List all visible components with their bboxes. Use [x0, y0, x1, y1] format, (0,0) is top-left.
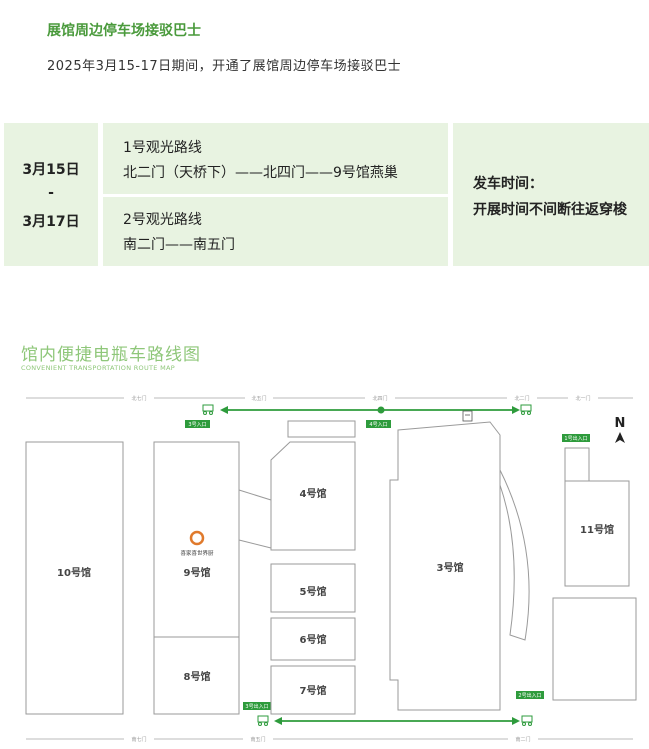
gate-south-5: 南五门	[250, 736, 265, 743]
hall-3-label: 3号馆	[437, 561, 464, 574]
hall-7-label: 7号馆	[300, 684, 327, 697]
gate-north-4: 北四门	[372, 395, 387, 402]
route-2-path: 南二门——南五门	[123, 237, 235, 253]
gate-north-5: 北五门	[251, 395, 266, 402]
page-subtitle: 2025年3月15-17日期间，开通了展馆周边停车场接驳巴士	[47, 59, 402, 74]
tag-entrance-1: 1号出入口	[564, 435, 587, 442]
cart-icon	[520, 404, 532, 415]
brand-name: 喜家喜世界厨	[180, 549, 214, 557]
hall-4[interactable]	[270, 441, 356, 551]
date-separator: -	[48, 185, 54, 201]
gate-north-1: 北一门	[575, 395, 590, 402]
hall-3[interactable]	[389, 421, 501, 711]
route-1-name: 1号观光路线	[123, 140, 202, 156]
route-arrow-east-south	[512, 717, 520, 725]
departure-value: 开展时间不间断往返穿梭	[473, 202, 627, 218]
map-subtitle: CONVENIENT TRANSPORTATION ROUTE MAP	[21, 364, 175, 372]
route-map: 北七门 北五门 北四门 北二门 北一门 南七门 南五门 南二门 3号入口 4号入…	[25, 393, 637, 744]
map-title: 馆内便捷电瓶车路线图	[21, 345, 201, 365]
route-2-cell: 2号观光路线 南二门——南五门	[103, 197, 448, 266]
route-1-cell: 1号观光路线 北二门（天桥下）——北四门——9号馆燕巢	[103, 123, 448, 194]
tag-entrance-4: 4号入口	[369, 422, 387, 428]
date-end: 3月17日	[22, 214, 80, 230]
gate-north-2: 北二门	[514, 395, 529, 402]
hall-4-annex	[287, 420, 356, 438]
cart-icon	[521, 715, 533, 726]
hall-12[interactable]	[552, 597, 637, 701]
date-cell: 3月15日 - 3月17日	[4, 123, 98, 266]
hall-8[interactable]	[153, 636, 240, 715]
route-arrow-west	[220, 406, 228, 414]
brand-logo-icon	[189, 530, 205, 546]
hall-9[interactable]	[153, 441, 240, 638]
hall-6-label: 6号馆	[300, 633, 327, 646]
hall-11-label: 11号馆	[580, 523, 614, 536]
route-stop-dot	[377, 406, 385, 414]
hall-10[interactable]	[25, 441, 124, 715]
hall-6[interactable]	[270, 617, 356, 661]
route-arrow-east	[512, 406, 520, 414]
hall-10-label: 10号馆	[57, 566, 91, 579]
hall-7[interactable]	[270, 665, 356, 715]
hall-3-arc	[499, 469, 530, 641]
gate-north-7: 北七门	[131, 395, 146, 402]
north-arrow-icon	[615, 432, 625, 443]
cart-icon	[257, 715, 269, 726]
gate-south-7: 南七门	[131, 736, 146, 743]
hall-11[interactable]	[564, 480, 630, 587]
route-2-name: 2号观光路线	[123, 212, 202, 228]
hall-11-annex	[564, 447, 590, 482]
gate-south-2: 南二门	[515, 736, 530, 743]
date-start: 3月15日	[22, 162, 80, 178]
page-title: 展馆周边停车场接驳巴士	[47, 23, 201, 39]
hall-9-label: 9号馆	[184, 566, 211, 579]
departure-label: 发车时间：	[473, 176, 543, 192]
route-arrow-west-south	[274, 717, 282, 725]
cart-icon	[202, 404, 214, 415]
hall-8-label: 8号馆	[184, 670, 211, 683]
north-label: N	[615, 416, 626, 431]
hall-5[interactable]	[270, 563, 356, 613]
departure-cell: 发车时间： 开展时间不间断往返穿梭	[453, 123, 649, 266]
route-1-path: 北二门（天桥下）——北四门——9号馆燕巢	[123, 165, 398, 181]
hall-5-label: 5号馆	[300, 585, 327, 598]
shelter-icon	[462, 410, 473, 422]
hall-4-label: 4号馆	[300, 487, 327, 500]
tag-entrance-3b: 3号出入口	[245, 703, 268, 710]
tag-entrance-3: 3号入口	[188, 422, 206, 428]
tag-entrance-2: 2号出入口	[518, 692, 541, 699]
